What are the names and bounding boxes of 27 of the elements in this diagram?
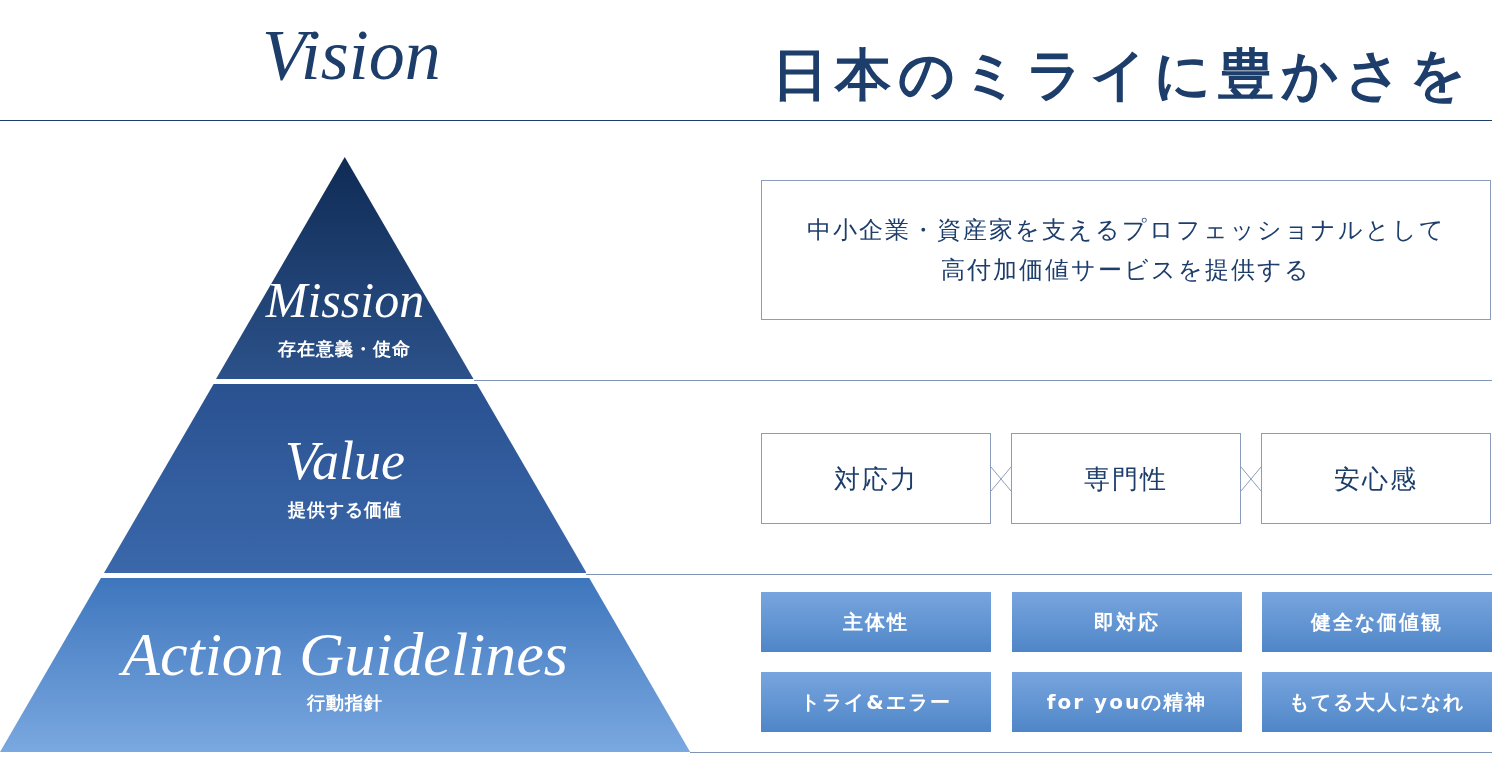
guideline-box: [1012, 592, 1242, 652]
guideline-text: 主体性: [843, 609, 909, 636]
tier-title: Mission: [265, 273, 425, 328]
guideline-text: 健全な価値観: [1311, 609, 1443, 636]
guideline-text: 即対応: [1094, 609, 1160, 636]
guideline-text: トライ&エラー: [800, 689, 952, 716]
vision-statement: 日本のミライに豊かさを: [772, 41, 1473, 109]
value-text: 専門性: [1084, 462, 1168, 496]
section-heading: Vision: [262, 16, 441, 97]
tier-subtitle: 提供する価値: [288, 498, 402, 522]
value-box: [1261, 433, 1491, 524]
statement-box: [761, 180, 1491, 320]
value-text: 安心感: [1334, 462, 1418, 496]
guideline-box: [761, 592, 991, 652]
value-box: [761, 433, 991, 524]
value-box: [1011, 433, 1241, 524]
guideline-text: もてる大人になれ: [1289, 689, 1465, 716]
guideline-box: [761, 672, 991, 732]
tier-title: Value: [285, 432, 405, 492]
statement-text: 中小企業・資産家を支えるプロフェッショナルとして高付加価値サービスを提供する: [806, 215, 1446, 286]
value-text: 対応力: [834, 462, 918, 496]
guideline-text: for youの精神: [1046, 689, 1208, 716]
tier-subtitle: 存在意義・使命: [278, 337, 412, 361]
tier-subtitle: 行動指針: [307, 691, 383, 715]
guideline-box: [1012, 672, 1242, 732]
guideline-box: [1262, 672, 1492, 732]
guideline-box: [1262, 592, 1492, 652]
